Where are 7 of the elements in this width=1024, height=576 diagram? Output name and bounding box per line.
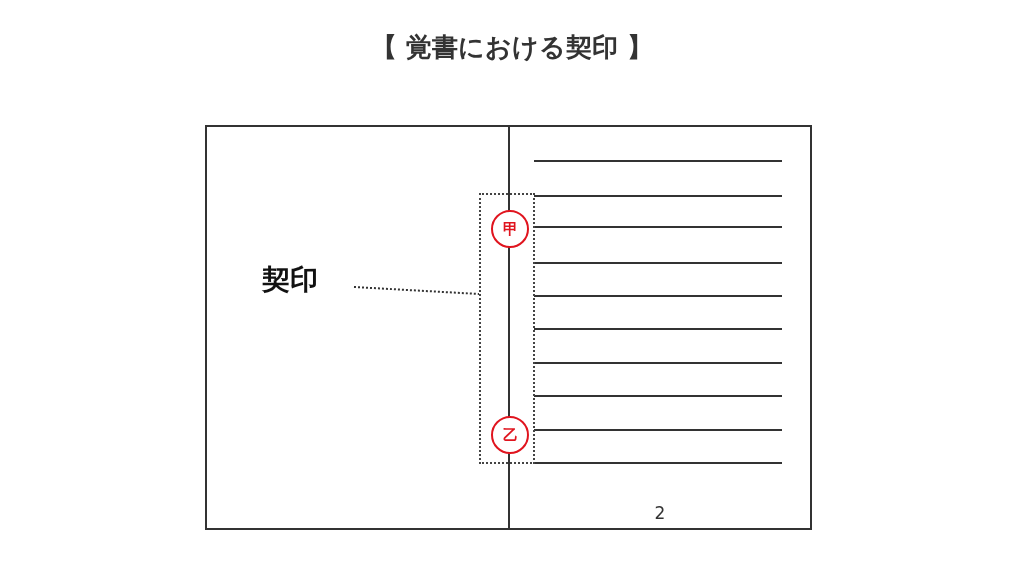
seal-stamp: 乙 <box>491 416 529 454</box>
dotted-frame <box>479 193 535 464</box>
callout-label: 契印 <box>262 262 334 298</box>
page-number: 2 <box>653 503 667 523</box>
title: 【 覚書における契印 】 <box>369 31 655 64</box>
leader-line <box>353 286 480 295</box>
seal-stamp: 甲 <box>491 210 529 248</box>
